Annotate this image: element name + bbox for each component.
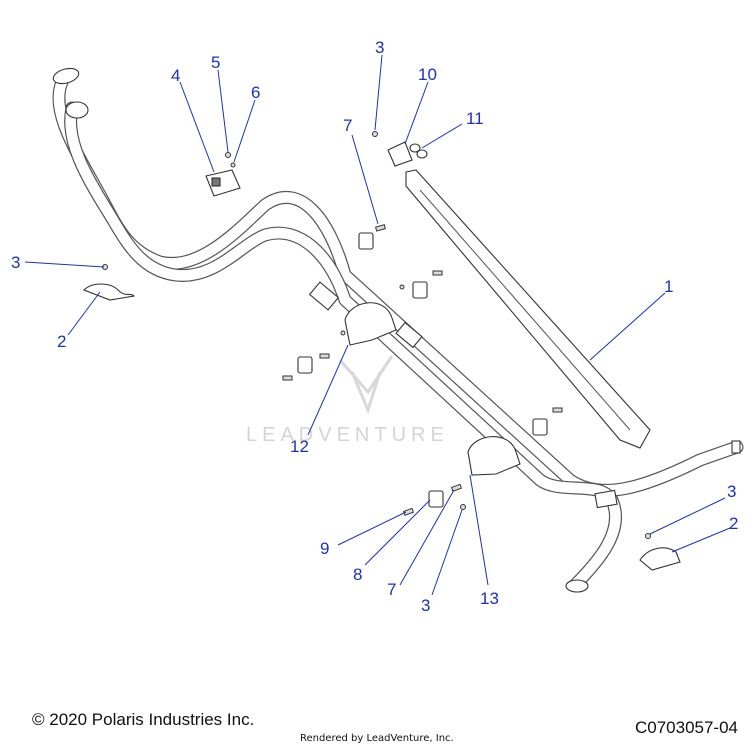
callout-labels: 3 10 11 7 4 5 6 3 2 1 12 3 2 9 8 7 3 13	[11, 38, 738, 615]
nut-right-upper	[399, 284, 405, 290]
leader-lines	[24, 54, 731, 596]
callout-2-right: 2	[729, 514, 738, 533]
nut-left-mid	[340, 330, 346, 336]
leader-12	[307, 344, 349, 436]
callout-13: 13	[480, 589, 499, 608]
callout-3-top: 3	[375, 38, 384, 57]
pipe-bracket-12	[344, 302, 397, 346]
bolt-9	[402, 507, 415, 516]
grommet-11-a	[409, 143, 421, 153]
hose-clamp-top-left	[52, 67, 80, 85]
pipe-sleeves	[308, 281, 618, 509]
pipe-end-right	[731, 440, 741, 454]
fasteners	[102, 131, 651, 539]
bolt-left-mid	[282, 375, 293, 381]
coolant-pipe-lower	[64, 101, 623, 592]
long-rail-edge	[419, 189, 631, 431]
leader-3-bottom	[431, 509, 463, 596]
pipe-sleeve-2	[395, 321, 423, 349]
callout-10: 10	[418, 65, 437, 84]
leader-7-bottom	[399, 489, 455, 586]
pipe-sleeve-3	[594, 489, 618, 509]
leader-11	[421, 123, 463, 149]
bracket-and-grommets	[387, 141, 428, 167]
callout-9: 9	[320, 539, 329, 558]
watermark-logo	[338, 355, 394, 395]
callout-11: 11	[466, 109, 484, 128]
leader-8	[364, 499, 431, 566]
leader-3-right	[649, 497, 726, 535]
isolator-7-top	[358, 232, 374, 250]
sensor-bracket-body	[205, 169, 241, 197]
leader-3-left	[24, 261, 105, 268]
callout-3-bottom: 3	[421, 596, 430, 615]
leader-2-left	[67, 291, 101, 336]
leader-1	[589, 292, 666, 361]
long-rail-1	[405, 169, 651, 449]
leadventure-watermark: LEADVENTURE	[246, 355, 449, 446]
callout-2-left: 2	[57, 332, 66, 351]
isolator-right-upper	[412, 281, 428, 299]
mount-bracket-10	[387, 141, 413, 167]
watermark-text: LEADVENTURE	[246, 424, 449, 446]
leader-3-top	[374, 54, 383, 131]
isolator-8	[428, 490, 444, 508]
sensor-bracket-port	[211, 177, 221, 187]
diagram-code: C0703057-04	[634, 718, 738, 737]
nut-6	[230, 162, 236, 168]
leader-5	[217, 69, 229, 153]
callout-4: 4	[171, 66, 180, 85]
leader-9	[337, 511, 407, 546]
filler-neck-cap	[65, 101, 89, 119]
callout-12: 12	[290, 437, 309, 456]
callout-6: 6	[251, 83, 260, 102]
long-rail-body	[405, 169, 651, 449]
isolator-right-lower	[532, 418, 548, 436]
grommet-11-b	[416, 149, 428, 159]
callout-5: 5	[211, 53, 220, 72]
leader-10	[404, 81, 429, 145]
callout-7-top: 7	[343, 116, 352, 135]
leader-7-top	[351, 134, 379, 225]
callout-1: 1	[664, 277, 673, 296]
bolt-7-top	[375, 224, 386, 232]
leader-4	[179, 81, 215, 173]
hose-clip-2-right	[639, 547, 681, 571]
screw-3-bottom	[460, 504, 466, 510]
hose-clamp-bottom-right	[565, 579, 589, 593]
screw-5	[225, 152, 231, 158]
pipe-mount-brackets	[344, 302, 521, 476]
screw-3-top	[372, 131, 378, 137]
bolt-right-upper	[432, 270, 443, 276]
bolt-7-lower	[450, 483, 463, 492]
leader-6	[233, 99, 256, 163]
hose-clip-2-left	[83, 283, 136, 301]
pipe-end-caps	[52, 67, 741, 593]
isolator-left-mid	[297, 356, 313, 374]
screw-3-right	[645, 533, 651, 539]
isolator-clamps	[297, 232, 548, 508]
leader-13	[469, 474, 489, 586]
bolt-left-mid-2	[319, 353, 330, 359]
watermark-logo-inner	[350, 371, 382, 415]
hose-clips	[83, 283, 681, 571]
callout-8: 8	[353, 565, 362, 584]
rendered-by-credit: Rendered by LeadVenture, Inc.	[300, 733, 454, 744]
sensor-bracket-4	[205, 169, 241, 197]
callout-3-right: 3	[727, 482, 736, 501]
pipe-bracket-13	[467, 436, 521, 476]
bolt-right-lower	[552, 407, 563, 413]
leader-2-right	[671, 527, 731, 553]
copyright-notice: © 2020 Polaris Industries Inc.	[32, 710, 255, 729]
callout-3-left: 3	[11, 253, 20, 272]
pipe-sleeve-1	[308, 281, 340, 311]
callout-7-bottom: 7	[387, 580, 396, 599]
